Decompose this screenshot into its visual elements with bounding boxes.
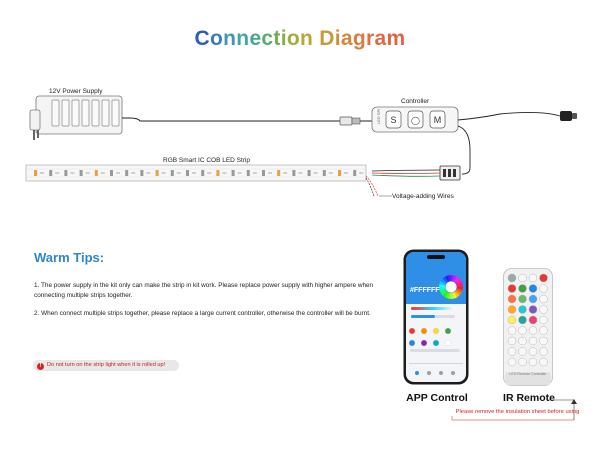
- title-letter: D: [319, 27, 335, 50]
- controller-button-power: ◯: [411, 116, 420, 125]
- insulation-notice: Please remove the insulation sheet befor…: [455, 409, 580, 415]
- controller: LED SPI S ◯ M: [371, 106, 459, 133]
- tip-2: 2. When connect multiple strips together…: [34, 310, 371, 317]
- title-letter: n: [299, 27, 314, 50]
- ir-remote: LED Remote Controller: [503, 268, 553, 386]
- wires-label: Voltage-adding Wires: [392, 193, 454, 200]
- phone-illustration: [403, 249, 469, 385]
- title-letter: i: [334, 27, 341, 50]
- title-letter: e: [249, 27, 262, 50]
- power-cable: [122, 117, 340, 122]
- strip-label: RGB Smart IC COB LED Strip: [163, 157, 251, 164]
- app-control-caption: APP Control: [406, 392, 468, 404]
- title-letter: i: [280, 27, 287, 50]
- title-letter: a: [374, 27, 387, 50]
- ir-remote-caption: IR Remote: [503, 392, 555, 404]
- title-letter: m: [386, 27, 406, 50]
- title-letter: g: [352, 27, 366, 50]
- power-supply: [29, 95, 123, 140]
- remote-brand-text: LED Remote Controller: [509, 372, 547, 376]
- title-letter: C: [194, 27, 211, 50]
- title-letter: n: [236, 27, 250, 50]
- phone-color-code: #FFFFFF: [410, 287, 440, 294]
- phone: #FFFFFF: [403, 249, 469, 385]
- led-strip: [25, 164, 367, 182]
- title-letter: o: [210, 27, 224, 50]
- title-letter: r: [366, 27, 375, 50]
- controller-button-s: S: [390, 115, 396, 125]
- dc-connector: [339, 116, 361, 126]
- notice-arrow: [451, 399, 577, 421]
- title-letter: c: [261, 27, 274, 50]
- warning-banner: !Do not turn on the strip light when it …: [33, 360, 179, 371]
- svg-text:LED SPI: LED SPI: [376, 109, 381, 124]
- warning-text: Do not turn on the strip light when it i…: [47, 362, 166, 368]
- power-supply-label: 12V Power Supply: [49, 88, 103, 95]
- strip-connector: [439, 165, 461, 181]
- page-title: Connection Diagram: [0, 27, 600, 51]
- title-letter: t: [273, 27, 281, 50]
- title-letter: o: [286, 27, 300, 50]
- tip-1: 1. The power supply in the kit only can …: [34, 282, 374, 299]
- warning-icon: !: [37, 363, 44, 370]
- ir-receiver: [560, 111, 577, 121]
- title-letter: n: [223, 27, 237, 50]
- remote-illustration: [503, 268, 553, 386]
- title-letter: a: [340, 27, 353, 50]
- tips-title: Warm Tips:: [34, 250, 105, 265]
- controller-button-m: M: [434, 115, 442, 125]
- controller-label: Controller: [401, 98, 430, 105]
